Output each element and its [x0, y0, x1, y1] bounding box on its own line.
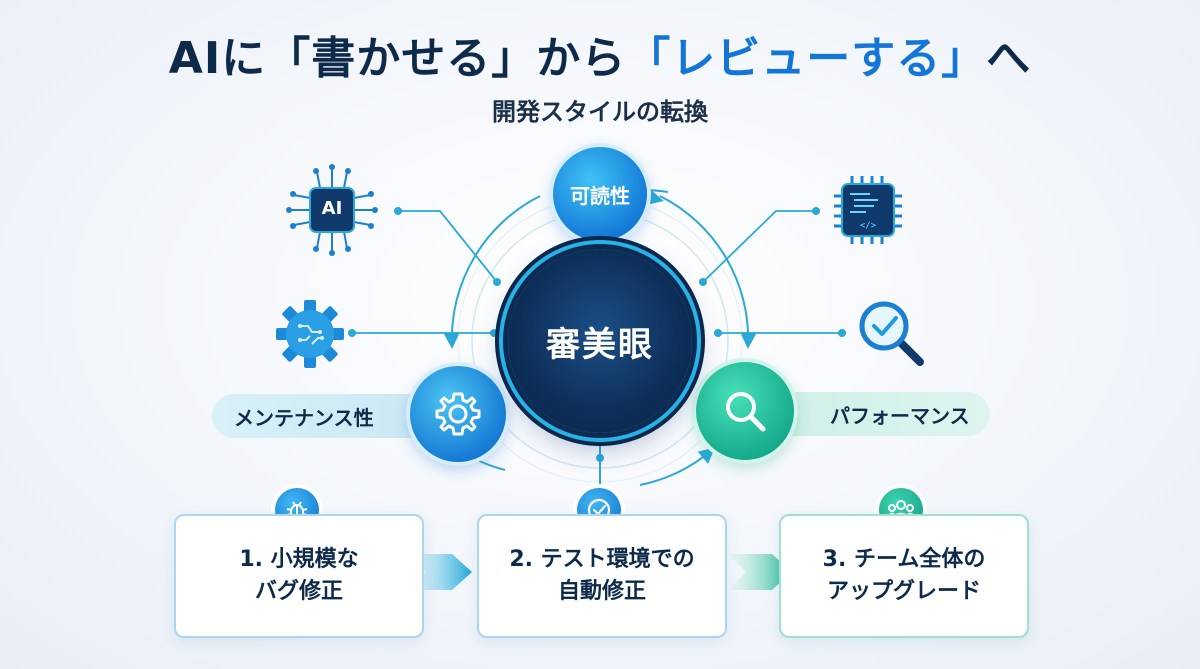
readability-label: 可読性 [570, 183, 630, 208]
svg-text:</>: </> [860, 221, 877, 231]
step-card-1: 1. 小規模な バグ修正 [174, 514, 424, 638]
gear-icon [435, 392, 481, 436]
flow-arrow-2 [728, 554, 792, 590]
ai-chip-label: AI [321, 198, 343, 219]
step-3-line1: 3. チーム全体の [822, 547, 986, 573]
step-3-line2: アップグレード [826, 579, 981, 604]
step-2-line1: 2. テスト環境での [509, 547, 695, 573]
flow-arrow-1 [408, 554, 472, 590]
performance-node [696, 362, 794, 460]
step-card-2: 2. テスト環境での 自動修正 [477, 514, 727, 638]
search-icon [726, 392, 766, 432]
maintainability-label: メンテナンス性 [234, 405, 374, 430]
performance-pill: パフォーマンス [760, 392, 990, 436]
aesthetic-sense-core: 審美眼 [508, 249, 692, 433]
subtitle: 開発スタイルの転換 [492, 98, 708, 126]
step-1-line1: 1. 小規模な [239, 547, 359, 573]
main-title: AIに「書かせる」から「レビューする」へ [168, 33, 1032, 84]
code-chip-icon: </> [830, 172, 906, 248]
maintainability-node [410, 366, 506, 462]
readability-node: 可読性 [553, 147, 647, 241]
step-card-3: 3. チーム全体の アップグレード [779, 514, 1029, 638]
performance-label: パフォーマンス [830, 403, 970, 428]
circuit-gear-icon [272, 296, 348, 372]
step-1-line2: バグ修正 [254, 579, 343, 604]
maintainability-pill: メンテナンス性 [212, 394, 442, 438]
ai-chip-icon: AI [282, 160, 382, 260]
magnify-check-icon [856, 298, 926, 368]
step-2-line2: 自動修正 [557, 579, 646, 604]
center-label: 審美眼 [546, 324, 654, 365]
